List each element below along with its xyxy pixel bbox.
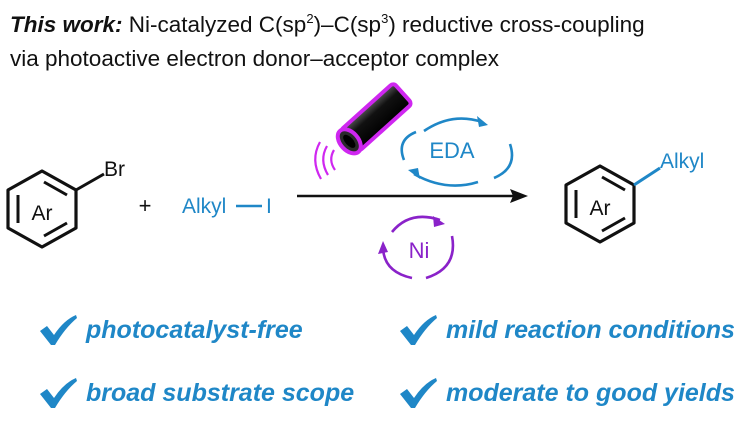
benefit-item-broad-substrate-scope: broad substrate scope <box>38 376 354 410</box>
product-aromatic-bond-2 <box>601 216 626 233</box>
product-aromatic-bond-3 <box>601 175 626 192</box>
benefit-label: moderate to good yields <box>446 378 735 407</box>
title-line-2: via photoactive electron donor–acceptor … <box>10 46 500 71</box>
alkyl-iodide: Alkyl I <box>182 195 272 218</box>
benefit-label: photocatalyst-free <box>86 315 303 344</box>
benefit-item-photocatalyst-free: photocatalyst-free <box>38 313 303 347</box>
reactant-c-br-bond <box>75 172 105 192</box>
alkyl-reagent-label: Alkyl <box>182 195 226 218</box>
title-bold-prefix: This work: <box>10 12 123 37</box>
product-aryl-alkyl: Ar Alkyl <box>564 150 704 244</box>
eda-label: EDA <box>429 138 475 163</box>
benefit-item-mild-reaction-conditions: mild reaction conditions <box>398 313 735 347</box>
product-substituent: Alkyl <box>660 150 704 173</box>
check-icon <box>40 378 77 408</box>
title-text-b: )–C(sp <box>313 12 382 37</box>
benefit-label: broad substrate scope <box>86 378 355 407</box>
title-line-1: This work: Ni-catalyzed C(sp2)–C(sp3) re… <box>10 8 645 42</box>
check-icon <box>400 378 437 408</box>
reactant-aromatic-bond-2 <box>43 221 68 238</box>
product-ring-label: Ar <box>590 197 611 220</box>
reactant-aryl-bromide: Ar Br <box>6 158 125 249</box>
plus-sign: + <box>139 193 152 218</box>
reactant-ring-label: Ar <box>32 202 53 225</box>
title-sup-1: 2 <box>306 11 314 26</box>
ni-cycle: Ni <box>378 215 455 280</box>
title-text-c: ) reductive cross-coupling <box>388 12 645 37</box>
ni-label: Ni <box>409 238 430 263</box>
title-text-a: Ni-catalyzed C(sp <box>122 12 307 37</box>
benefit-item-moderate-to-good-yields: moderate to good yields <box>398 376 735 410</box>
reaction-scheme: Ar Br + Alkyl I EDA <box>6 82 704 280</box>
iodide-label: I <box>266 195 272 218</box>
check-icon <box>40 315 77 345</box>
product-c-alkyl-bond <box>633 166 661 187</box>
title-sup-2: 3 <box>381 11 389 26</box>
check-icon <box>400 315 437 345</box>
reactant-substituent: Br <box>104 158 125 181</box>
title-block: This work: Ni-catalyzed C(sp2)–C(sp3) re… <box>10 8 645 76</box>
reaction-arrow <box>297 189 528 203</box>
reactant-aromatic-bond-3 <box>43 180 68 197</box>
benefit-label: mild reaction conditions <box>446 315 735 344</box>
flashlight-icon <box>314 82 413 180</box>
eda-cycle: EDA <box>400 116 514 187</box>
